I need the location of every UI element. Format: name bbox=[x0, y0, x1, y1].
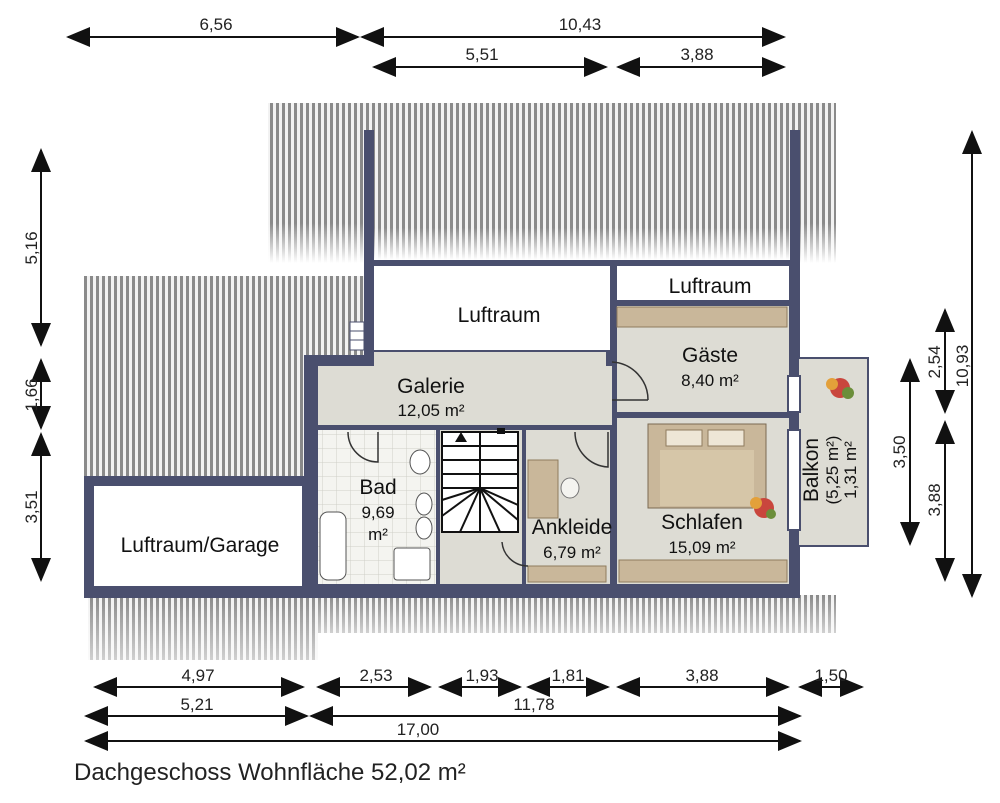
ankleide-label: Ankleide bbox=[532, 516, 613, 539]
room-garage bbox=[94, 486, 302, 586]
dim-bottom-3: 1,93 bbox=[465, 666, 498, 685]
dim-right-balkon: 3,50 bbox=[890, 435, 909, 468]
dim-bottom-6: 1,50 bbox=[814, 666, 847, 685]
wardrobe-ankleide bbox=[527, 565, 607, 583]
galerie-area: 12,05 m² bbox=[397, 401, 464, 420]
dimension-labels: 6,56 10,43 5,51 3,88 5,16 1,66 3,51 10,9… bbox=[22, 15, 972, 739]
sink bbox=[415, 492, 433, 516]
dimension-lines bbox=[31, 27, 982, 751]
gaeste-area: 8,40 m² bbox=[681, 371, 739, 390]
galerie-label: Galerie bbox=[397, 375, 465, 398]
wardrobe-schlafen bbox=[618, 559, 788, 583]
balkon-area-net: 1,31 m² bbox=[841, 441, 860, 499]
schlafen-area: 15,09 m² bbox=[668, 538, 735, 557]
dim-top-left: 6,56 bbox=[199, 15, 232, 34]
dim-bottom-1: 4,97 bbox=[181, 666, 214, 685]
dim-right-lower: 3,88 bbox=[925, 483, 944, 516]
bad-area-unit: m² bbox=[368, 525, 388, 544]
staircase bbox=[441, 431, 519, 533]
room-floors bbox=[94, 266, 789, 586]
room-luftraum-top bbox=[374, 266, 610, 350]
desk bbox=[527, 459, 559, 519]
dim-right-total: 10,93 bbox=[953, 345, 972, 388]
dim-left-lower: 3,51 bbox=[22, 490, 41, 523]
balkon-label: Balkon bbox=[800, 438, 823, 502]
luftraum-right-label: Luftraum bbox=[669, 275, 752, 298]
bad-area-value: 9,69 bbox=[361, 503, 394, 522]
sink bbox=[415, 516, 433, 540]
room-labels: Luftraum Luftraum Gäste 8,40 m² Galerie … bbox=[121, 275, 860, 562]
balcony bbox=[787, 357, 869, 547]
dim-top-inner-right: 3,88 bbox=[680, 45, 713, 64]
room-luftraum-right bbox=[617, 266, 789, 300]
shower bbox=[393, 547, 431, 581]
balkon-area-total: (5,25 m²) bbox=[823, 436, 842, 505]
dim-top-inner-left: 5,51 bbox=[465, 45, 498, 64]
ankleide-area: 6,79 m² bbox=[543, 543, 601, 562]
chair bbox=[560, 477, 580, 499]
dim-bottom-4: 1,81 bbox=[551, 666, 584, 685]
dim-bottom-right: 11,78 bbox=[513, 695, 554, 714]
furniture bbox=[319, 306, 788, 583]
plant-icon bbox=[826, 378, 854, 399]
dim-bottom-2: 2,53 bbox=[359, 666, 392, 685]
dim-left-middle: 1,66 bbox=[22, 378, 41, 411]
room-galerie bbox=[318, 352, 612, 425]
dim-bottom-5: 3,88 bbox=[685, 666, 718, 685]
dim-bottom-left: 5,21 bbox=[180, 695, 213, 714]
gaeste-label: Gäste bbox=[682, 344, 738, 367]
bathtub bbox=[319, 511, 347, 581]
plant-icon bbox=[750, 497, 776, 519]
dim-top-right: 10,43 bbox=[559, 15, 602, 34]
bed-icon bbox=[647, 423, 767, 509]
schlafen-label: Schlafen bbox=[661, 511, 743, 534]
dim-right-upper: 2,54 bbox=[925, 345, 944, 378]
plan-caption: Dachgeschoss Wohnfläche 52,02 m² bbox=[74, 759, 466, 786]
dim-bottom-total: 17,00 bbox=[397, 720, 440, 739]
wardrobe-gaeste bbox=[616, 306, 788, 328]
roof-window bbox=[349, 321, 365, 351]
dim-left-upper: 5,16 bbox=[22, 231, 41, 264]
garage-label: Luftraum/Garage bbox=[121, 534, 280, 557]
bad-label: Bad bbox=[359, 476, 396, 499]
doors bbox=[347, 361, 649, 567]
luftraum-top-label: Luftraum bbox=[458, 304, 541, 327]
toilet bbox=[409, 449, 431, 475]
